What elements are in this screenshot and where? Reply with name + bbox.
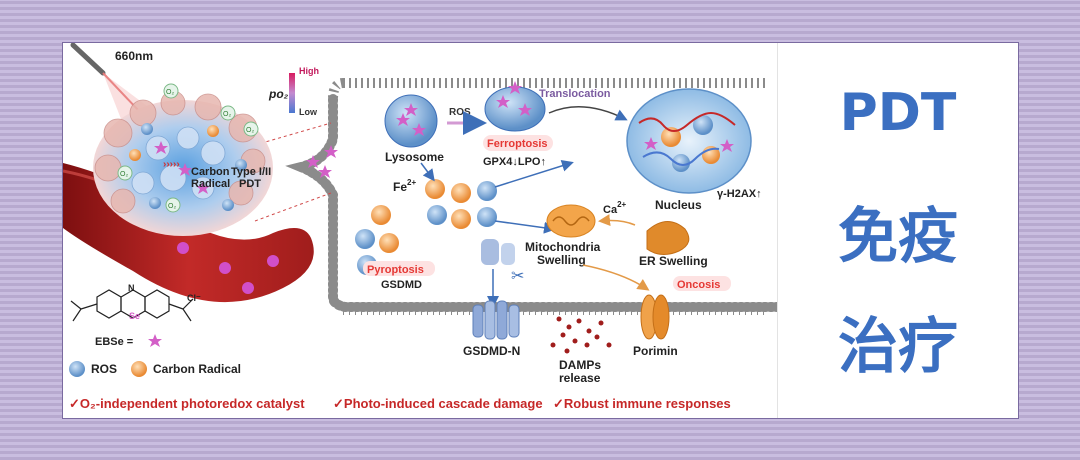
ebse-label: EBSe = [95, 336, 133, 348]
svg-text:O₂: O₂ [168, 203, 176, 210]
zoom-line-bottom [254, 192, 332, 222]
nucleus-label: Nucleus [655, 198, 702, 212]
scissors-icon: ✂ [511, 268, 524, 285]
porimin-protein [640, 294, 670, 340]
svg-text:O₂: O₂ [223, 111, 231, 118]
carbon-radical-legend-label: Carbon Radical [153, 362, 241, 376]
ruptured-lysosome [484, 81, 546, 132]
pyroptosis-highlight [363, 261, 435, 276]
lysosome [384, 94, 438, 148]
ros-legend-label: ROS [91, 362, 117, 376]
svg-text:O₂: O₂ [166, 89, 174, 96]
svg-text:O₂: O₂ [246, 127, 254, 134]
selenium-label: Se [129, 311, 140, 321]
wavelength-label: 660nm [115, 49, 153, 63]
title-line-therapy: 治疗 [838, 312, 958, 382]
lysosome-label: Lysosome [385, 150, 444, 164]
mitochondria [546, 204, 596, 238]
gsdmd-n-label: GSDMD-N [463, 344, 520, 358]
title-line-pdt: PDT [839, 83, 957, 143]
content-card: 660nm [62, 42, 1019, 419]
chloride-label: Cl⁻ [187, 293, 201, 303]
mechanism-figure: 660nm [62, 42, 782, 418]
zoom-line-top [254, 122, 332, 146]
divider [777, 43, 778, 418]
er-swelling-label: ER Swelling [639, 254, 708, 268]
carbon-radical-label: Carbon Radical [191, 166, 233, 190]
feature-catalyst: ✓O₂-independent photoredox catalyst [69, 396, 305, 411]
mitochondria-label: Mitochondria Swelling [525, 240, 604, 267]
title-panel: PDT 免疫 治疗 [778, 43, 1018, 418]
title-line-immune: 免疫 [838, 202, 958, 272]
feature-footer: ✓O₂-independent photoredox catalyst ✓Pho… [63, 392, 777, 416]
damps-label: DAMPs release [559, 358, 604, 385]
svg-text:O₂: O₂ [120, 171, 128, 178]
oncosis-highlight [673, 276, 731, 291]
ebse-star-icon [148, 334, 162, 347]
ferroptosis-label: Ferroptosis [487, 138, 548, 150]
ca-label: Ca2+ [603, 200, 627, 216]
cascade-arrows: ››››› [163, 159, 180, 170]
po2-gradient-bar [289, 73, 295, 113]
cell-membrane [285, 78, 782, 315]
h2ax-label: γ-H2AX↑ [717, 188, 762, 200]
ros-legend-icon [69, 361, 85, 377]
gpx4-label: GPX4↓LPO↑ [483, 156, 546, 168]
ebse-stars-tumor [154, 141, 210, 194]
type-pdt-label: Type I/II PDT [231, 166, 274, 190]
endoplasmic-reticulum [646, 221, 690, 255]
feature-immune: ✓Robust immune responses [553, 396, 731, 411]
ferroptosis-highlight [483, 135, 553, 151]
feature-cascade: ✓Photo-induced cascade damage [333, 396, 543, 411]
fe-label: Fe2+ [393, 178, 416, 194]
gsdmd-n-pore [472, 300, 520, 340]
tumor-cells [94, 90, 266, 214]
pyroptosis-label: Pyroptosis [367, 264, 424, 276]
po2-low-label: Low [299, 107, 318, 117]
oxygen-bubbles: O₂ O₂ O₂ O₂ O₂ [117, 83, 259, 213]
ebse-structure [70, 289, 194, 322]
figure-svg: 660nm [62, 42, 782, 385]
damps-particles [550, 316, 612, 354]
ebse-stars-entering [306, 145, 338, 178]
po2-high-label: High [299, 66, 319, 76]
nucleus [626, 88, 752, 194]
translocation-label: Translocation [539, 88, 611, 100]
porimin-label: Porimin [633, 344, 678, 358]
oncosis-label: Oncosis [677, 279, 720, 291]
gsdmd-protein [481, 239, 515, 265]
vessel-particles [177, 242, 279, 294]
po2-label: po₂ [268, 87, 289, 101]
tumor-ros-spheres [129, 123, 247, 211]
carbon-radical-legend-icon [131, 361, 147, 377]
gsdmd-label: GSDMD [381, 279, 422, 291]
radical-sphere-cluster [355, 179, 497, 275]
ros-arrow-label: ROS [449, 107, 471, 118]
nitrogen-label: N [128, 283, 135, 293]
